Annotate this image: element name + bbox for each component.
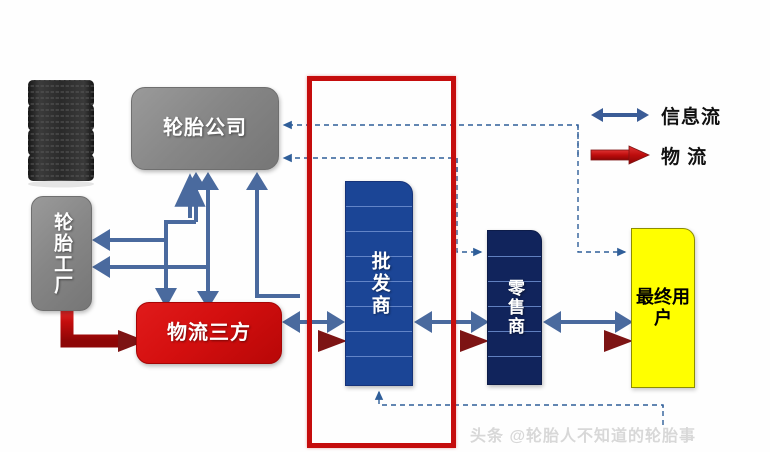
node-logistics-third-party[interactable]: 物流三方 (136, 302, 282, 364)
info-flow-vertical-arrows (155, 172, 300, 309)
legend-item-material-flow: 物 流 (589, 135, 721, 175)
node-retailer-label: 零售商 (505, 279, 525, 336)
watermark-text: 头条 @轮胎人不知道的轮胎事 (470, 428, 697, 445)
legend: 信息流 物 流 (589, 95, 721, 175)
node-logistics-label: 物流三方 (167, 321, 251, 344)
node-tire-company[interactable]: 轮胎公司 (131, 87, 279, 170)
dashed-feedback-lines (282, 120, 664, 425)
tire-stack-icon (28, 80, 94, 188)
legend-info-flow-label: 信息流 (661, 106, 722, 128)
info-flow-retailer-enduser (543, 311, 633, 333)
double-arrow-icon (591, 108, 649, 122)
node-wholesaler[interactable]: 批发商 (345, 181, 413, 386)
node-tire-company-label: 轮胎公司 (163, 117, 247, 140)
node-end-user-label: 最终用户 (636, 287, 690, 328)
node-end-user[interactable]: 最终用户 (631, 228, 695, 388)
material-flow-retailer-to-enduser (540, 330, 633, 352)
info-flow-logistics-wholesaler (282, 311, 345, 333)
material-flow-logistics-to-wholesaler (278, 330, 347, 352)
material-flow-factory-to-logistics (60, 306, 146, 352)
node-wholesaler-label: 批发商 (368, 250, 390, 317)
node-tire-factory[interactable]: 轮胎工厂 (31, 196, 92, 311)
node-retailer[interactable]: 零售商 (487, 230, 542, 385)
material-flow-wholesaler-to-retailer (411, 330, 489, 352)
scope-highlight-frame (307, 76, 456, 448)
red-arrow-icon (590, 145, 650, 165)
legend-material-flow-label: 物 流 (661, 146, 708, 168)
info-flow-to-tire-factory (92, 229, 208, 278)
node-tire-factory-label: 轮胎工厂 (51, 211, 73, 296)
legend-item-info-flow: 信息流 (589, 95, 721, 135)
